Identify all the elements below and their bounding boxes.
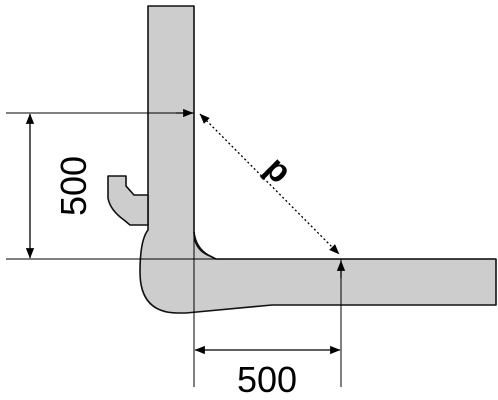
diagonal-dimension-line <box>199 113 340 255</box>
side-bracket <box>107 175 149 226</box>
diagonal-dimension-label: d <box>254 152 296 194</box>
horizontal-dimension-label: 500 <box>237 359 297 400</box>
l-shaped-part <box>139 5 497 314</box>
vertical-dimension-label: 500 <box>53 156 94 216</box>
